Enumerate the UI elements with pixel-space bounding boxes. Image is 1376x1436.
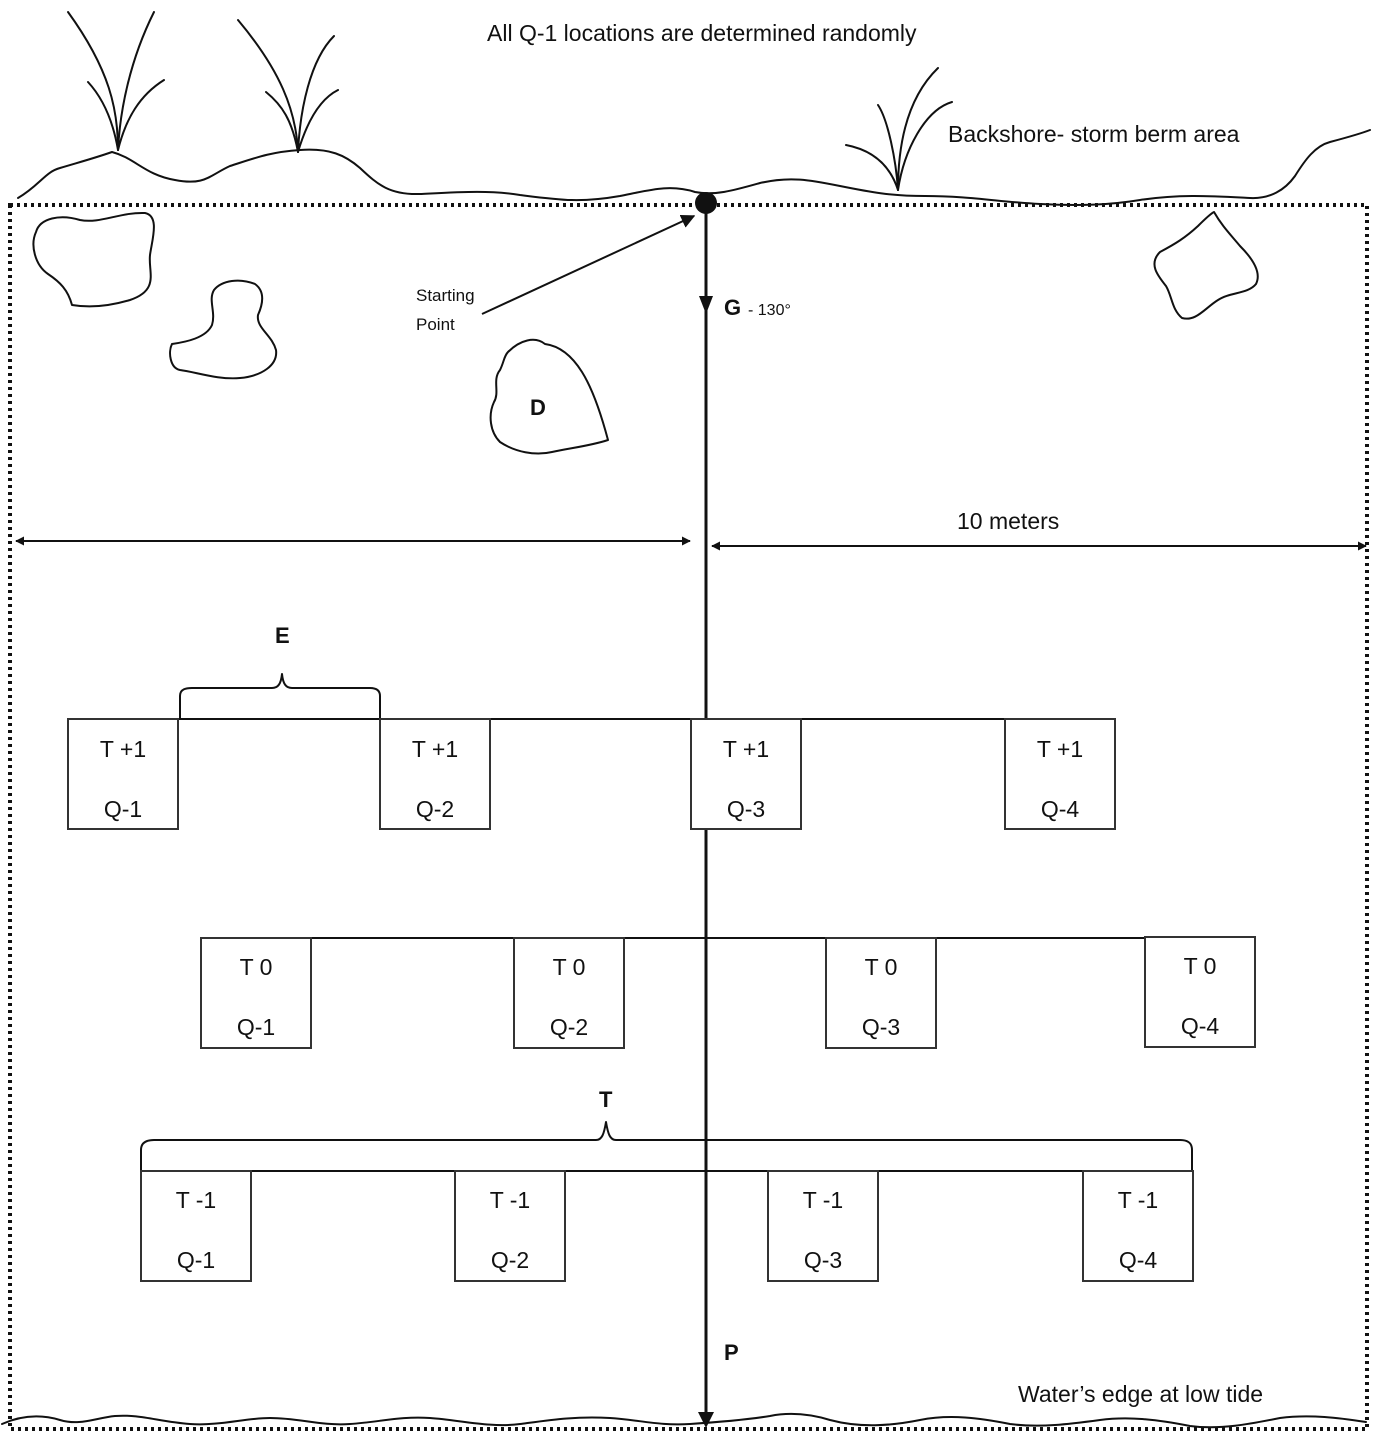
plant-3 [845, 67, 953, 191]
quadrat-transect-label: T +1 [412, 736, 458, 762]
quadrat-transect-label: T +1 [100, 736, 146, 762]
quadrat-box [1082, 1170, 1194, 1282]
rock-d [489, 338, 609, 455]
quadrat-id-label: Q-2 [491, 1247, 529, 1273]
bearing-value: - 130° [748, 302, 791, 319]
transect-arrow-end [698, 1412, 714, 1428]
quadrat-id-label: Q-1 [104, 796, 142, 822]
plant-1 [67, 11, 165, 151]
quadrat-transect-label: T 0 [240, 954, 273, 980]
quadrat-id-label: Q-2 [550, 1014, 588, 1040]
quadrat-id-label: Q-1 [237, 1014, 275, 1040]
bracket-t [140, 1121, 1193, 1171]
quadrat-id-label: Q-3 [804, 1247, 842, 1273]
quadrat-transect-label: T -1 [803, 1187, 843, 1213]
starting-point-label-line2: Point [416, 315, 455, 334]
distance-label: 10 meters [957, 508, 1059, 534]
quadrat-id-label: Q-2 [416, 796, 454, 822]
quadrat-box [454, 1170, 566, 1282]
quadrat-transect-label: T 0 [553, 954, 586, 980]
rock-3 [1153, 211, 1259, 320]
quadrat-box [67, 718, 179, 830]
study-area-border [8, 203, 1369, 1431]
plant-2 [237, 19, 339, 153]
quadrat-transect-label: T -1 [1118, 1187, 1158, 1213]
quadrat-id-label: Q-3 [862, 1014, 900, 1040]
bearing-letter: G [724, 295, 741, 320]
header-note: All Q-1 locations are determined randoml… [487, 20, 917, 46]
quadrat-transect-label: T -1 [176, 1187, 216, 1213]
starting-point-arrow [481, 214, 696, 315]
transect-arrow-upper [699, 296, 713, 314]
quadrat-box [690, 718, 802, 830]
quadrat-box [379, 718, 491, 830]
quadrat-id-label: Q-4 [1041, 796, 1080, 822]
transect-end-label: P [724, 1340, 739, 1365]
quadrat-box [140, 1170, 252, 1282]
bracket-t-label: T [599, 1087, 613, 1112]
starting-point-marker [695, 192, 717, 214]
quadrat-transect-label: T +1 [1037, 736, 1083, 762]
quadrat-box [767, 1170, 879, 1282]
quadrat-box [1144, 936, 1256, 1048]
rock-1 [32, 211, 155, 308]
water-edge-line [1, 1412, 1367, 1429]
quadrat-boxes [67, 718, 1256, 1282]
backshore-label: Backshore- storm berm area [948, 121, 1240, 147]
quadrat-box [200, 937, 312, 1049]
quadrat-transect-label: T -1 [490, 1187, 530, 1213]
quadrat-transect-label: T 0 [1184, 953, 1217, 979]
quadrat-transect-label: T 0 [865, 954, 898, 980]
water-edge-label: Water’s edge at low tide [1018, 1381, 1263, 1407]
quadrat-box [825, 937, 937, 1049]
quadrat-labels: T +1 Q-1 T +1 Q-2 T +1 Q-3 T +1 Q-4 T 0 … [100, 736, 1220, 1273]
quadrat-id-label: Q-3 [727, 796, 765, 822]
quadrat-id-label: Q-4 [1119, 1247, 1158, 1273]
backshore-ground-line [17, 129, 1371, 206]
quadrat-transect-label: T +1 [723, 736, 769, 762]
bracket-e [179, 673, 381, 719]
quadrat-box [513, 937, 625, 1049]
starting-point-label-line1: Starting [416, 286, 475, 305]
quadrat-id-label: Q-1 [177, 1247, 215, 1273]
rock-d-label: D [530, 395, 546, 420]
quadrat-box [1004, 718, 1116, 830]
quadrat-id-label: Q-4 [1181, 1013, 1220, 1039]
rock-2 [169, 279, 278, 380]
bracket-e-label: E [275, 623, 290, 648]
